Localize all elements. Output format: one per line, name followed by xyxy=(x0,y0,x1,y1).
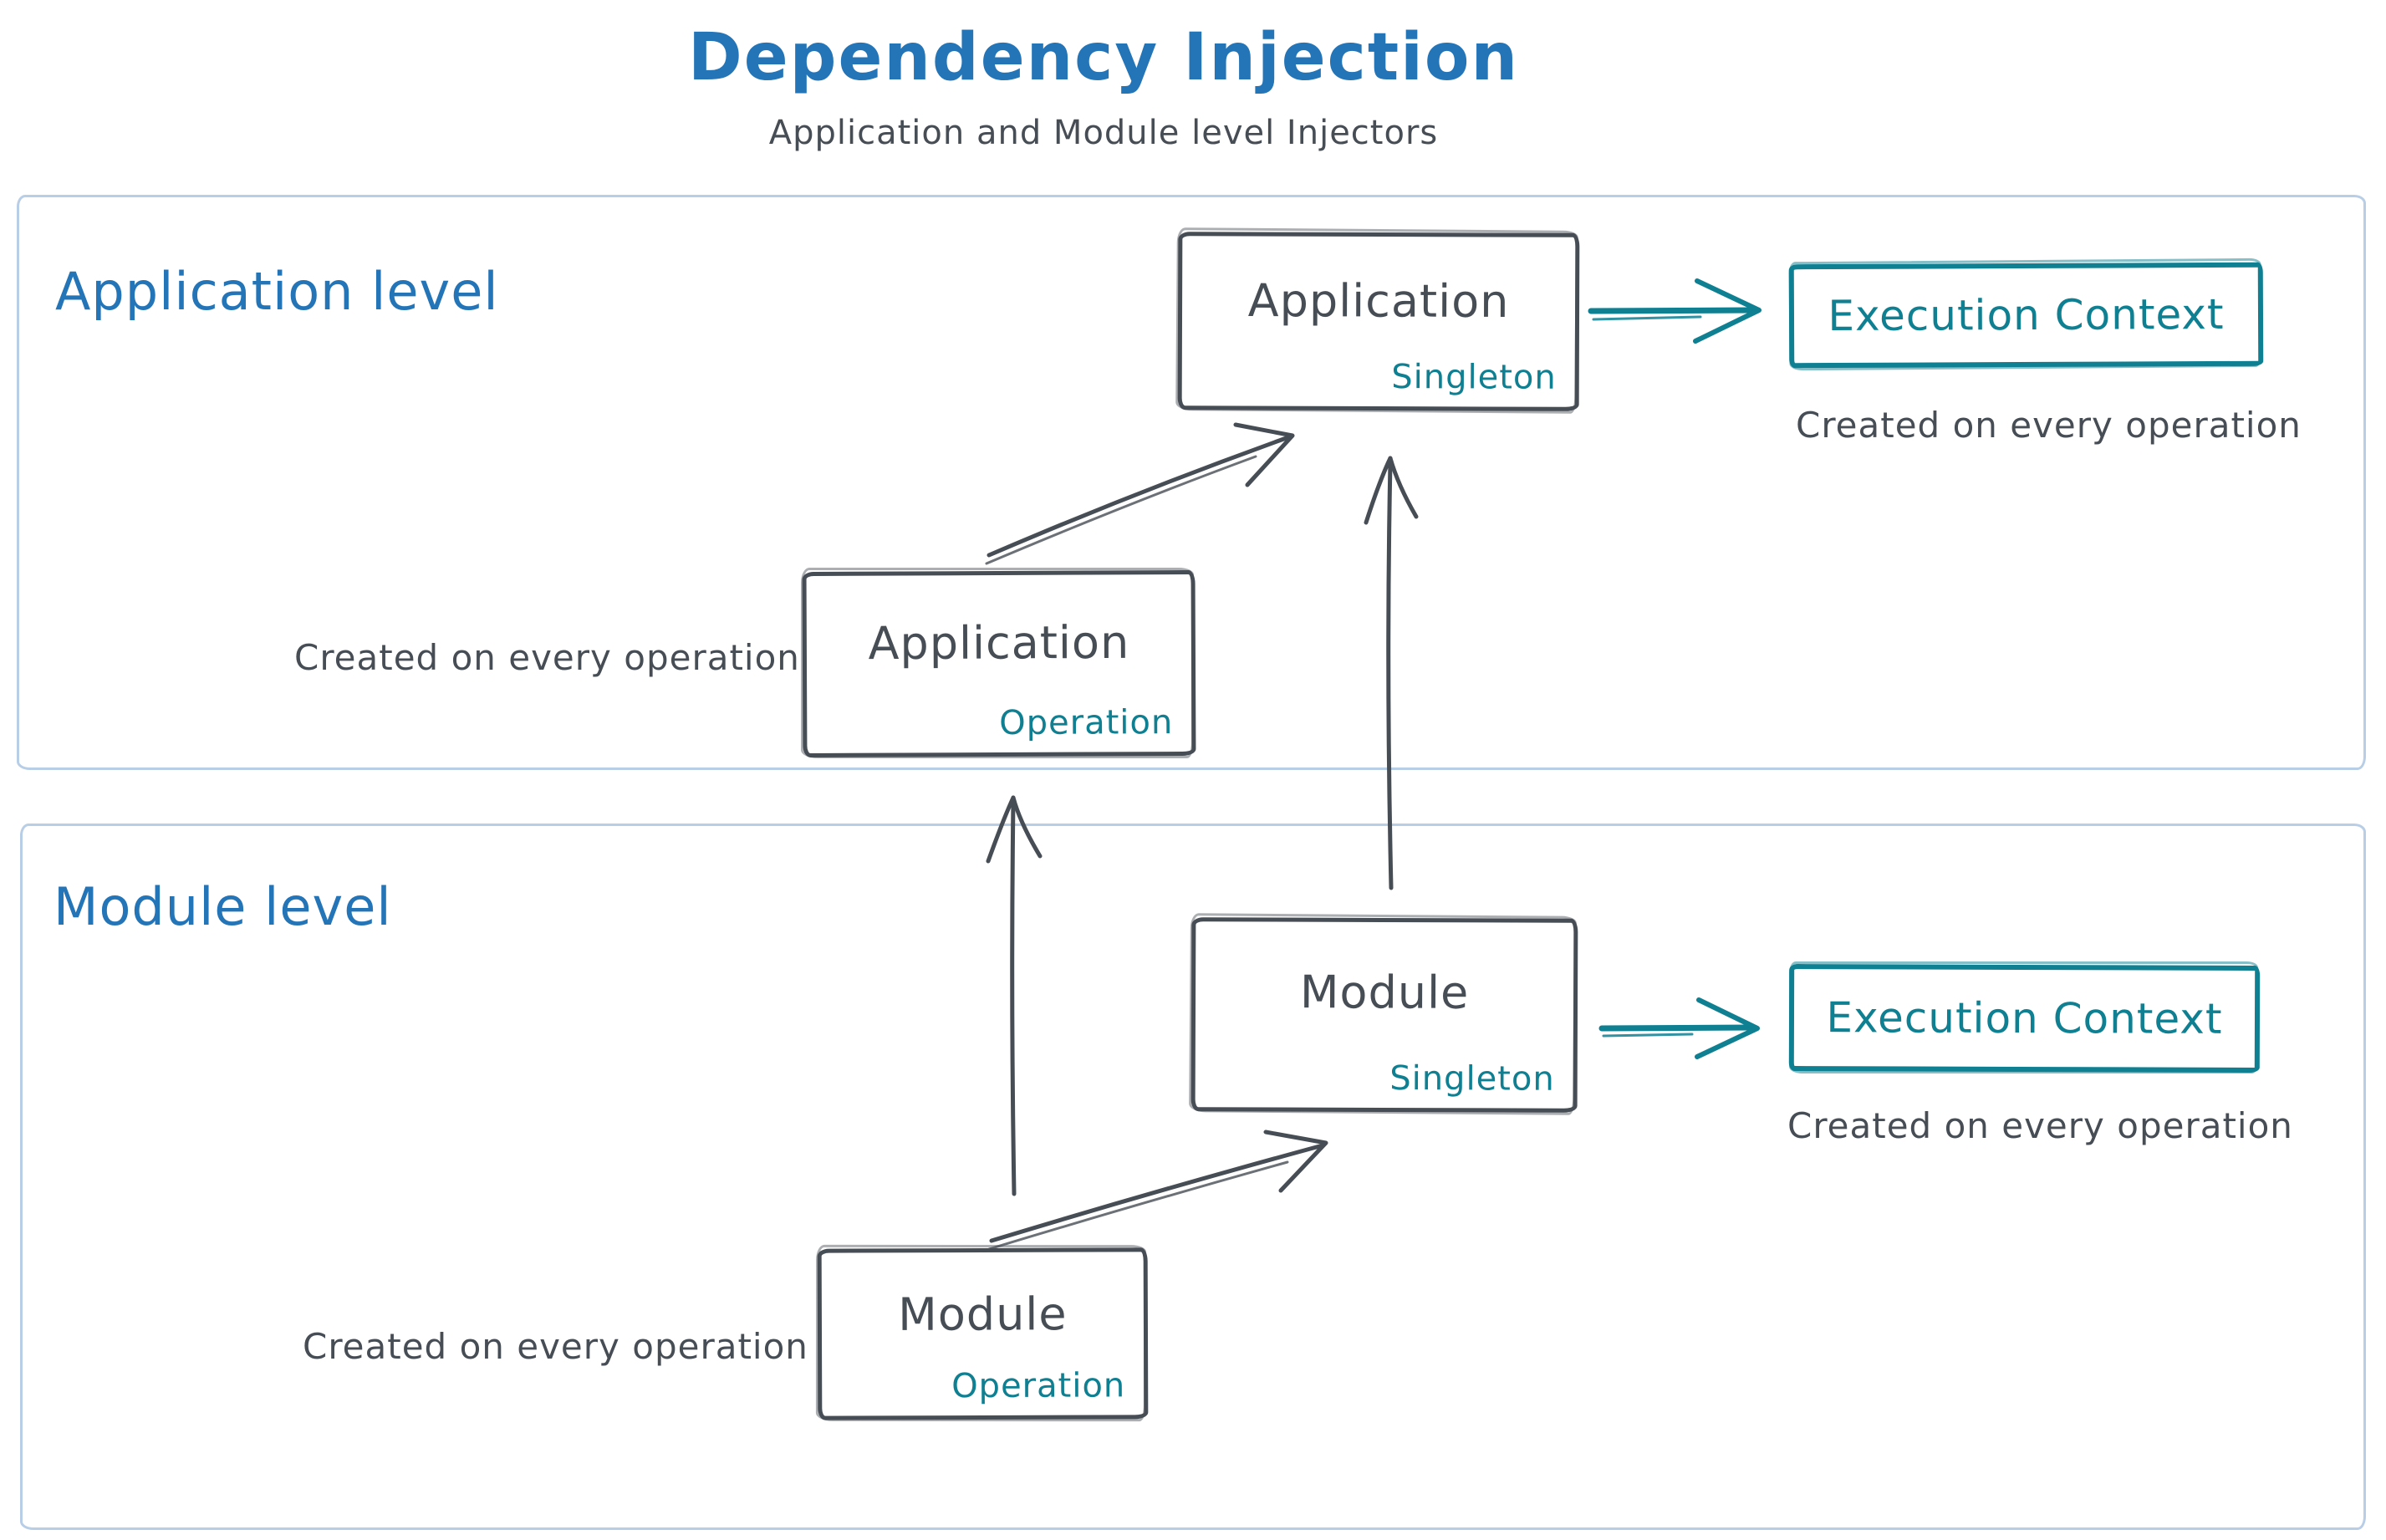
node-application-singleton: Application Singleton xyxy=(1177,232,1580,411)
node-module-operation-title: Module xyxy=(898,1288,1068,1341)
node-execution-context-application: Execution Context xyxy=(1788,262,2264,369)
diagram-title: Dependency Injection xyxy=(688,20,1519,95)
node-application-operation: Application Operation xyxy=(802,569,1196,758)
caption-module-operation: Created on every operation xyxy=(303,1326,808,1367)
application-level-container xyxy=(17,195,2366,770)
node-module-singleton: Module Singleton xyxy=(1190,917,1578,1113)
node-application-operation-scope: Operation xyxy=(999,703,1174,742)
diagram-subtitle: Application and Module level Injectors xyxy=(768,114,1439,152)
node-application-singleton-scope: Singleton xyxy=(1391,358,1557,397)
execution-context-module-label: Execution Context xyxy=(1826,993,2223,1043)
node-application-singleton-title: Application xyxy=(1247,274,1510,329)
node-module-singleton-scope: Singleton xyxy=(1389,1059,1555,1099)
node-module-singleton-title: Module xyxy=(1299,966,1470,1020)
module-level-label: Module level xyxy=(54,876,392,937)
execution-context-application-label: Execution Context xyxy=(1828,289,2225,341)
caption-application-operation: Created on every operation xyxy=(294,637,800,678)
node-module-operation: Module Operation xyxy=(817,1247,1149,1420)
application-level-label: Application level xyxy=(55,261,499,322)
caption-execution-context-module: Created on every operation xyxy=(1787,1105,2293,1146)
node-module-operation-scope: Operation xyxy=(951,1366,1126,1406)
node-execution-context-module: Execution Context xyxy=(1788,964,2261,1073)
caption-execution-context-application: Created on every operation xyxy=(1796,405,2302,446)
module-level-container xyxy=(20,824,2366,1530)
node-application-operation-title: Application xyxy=(868,615,1130,670)
